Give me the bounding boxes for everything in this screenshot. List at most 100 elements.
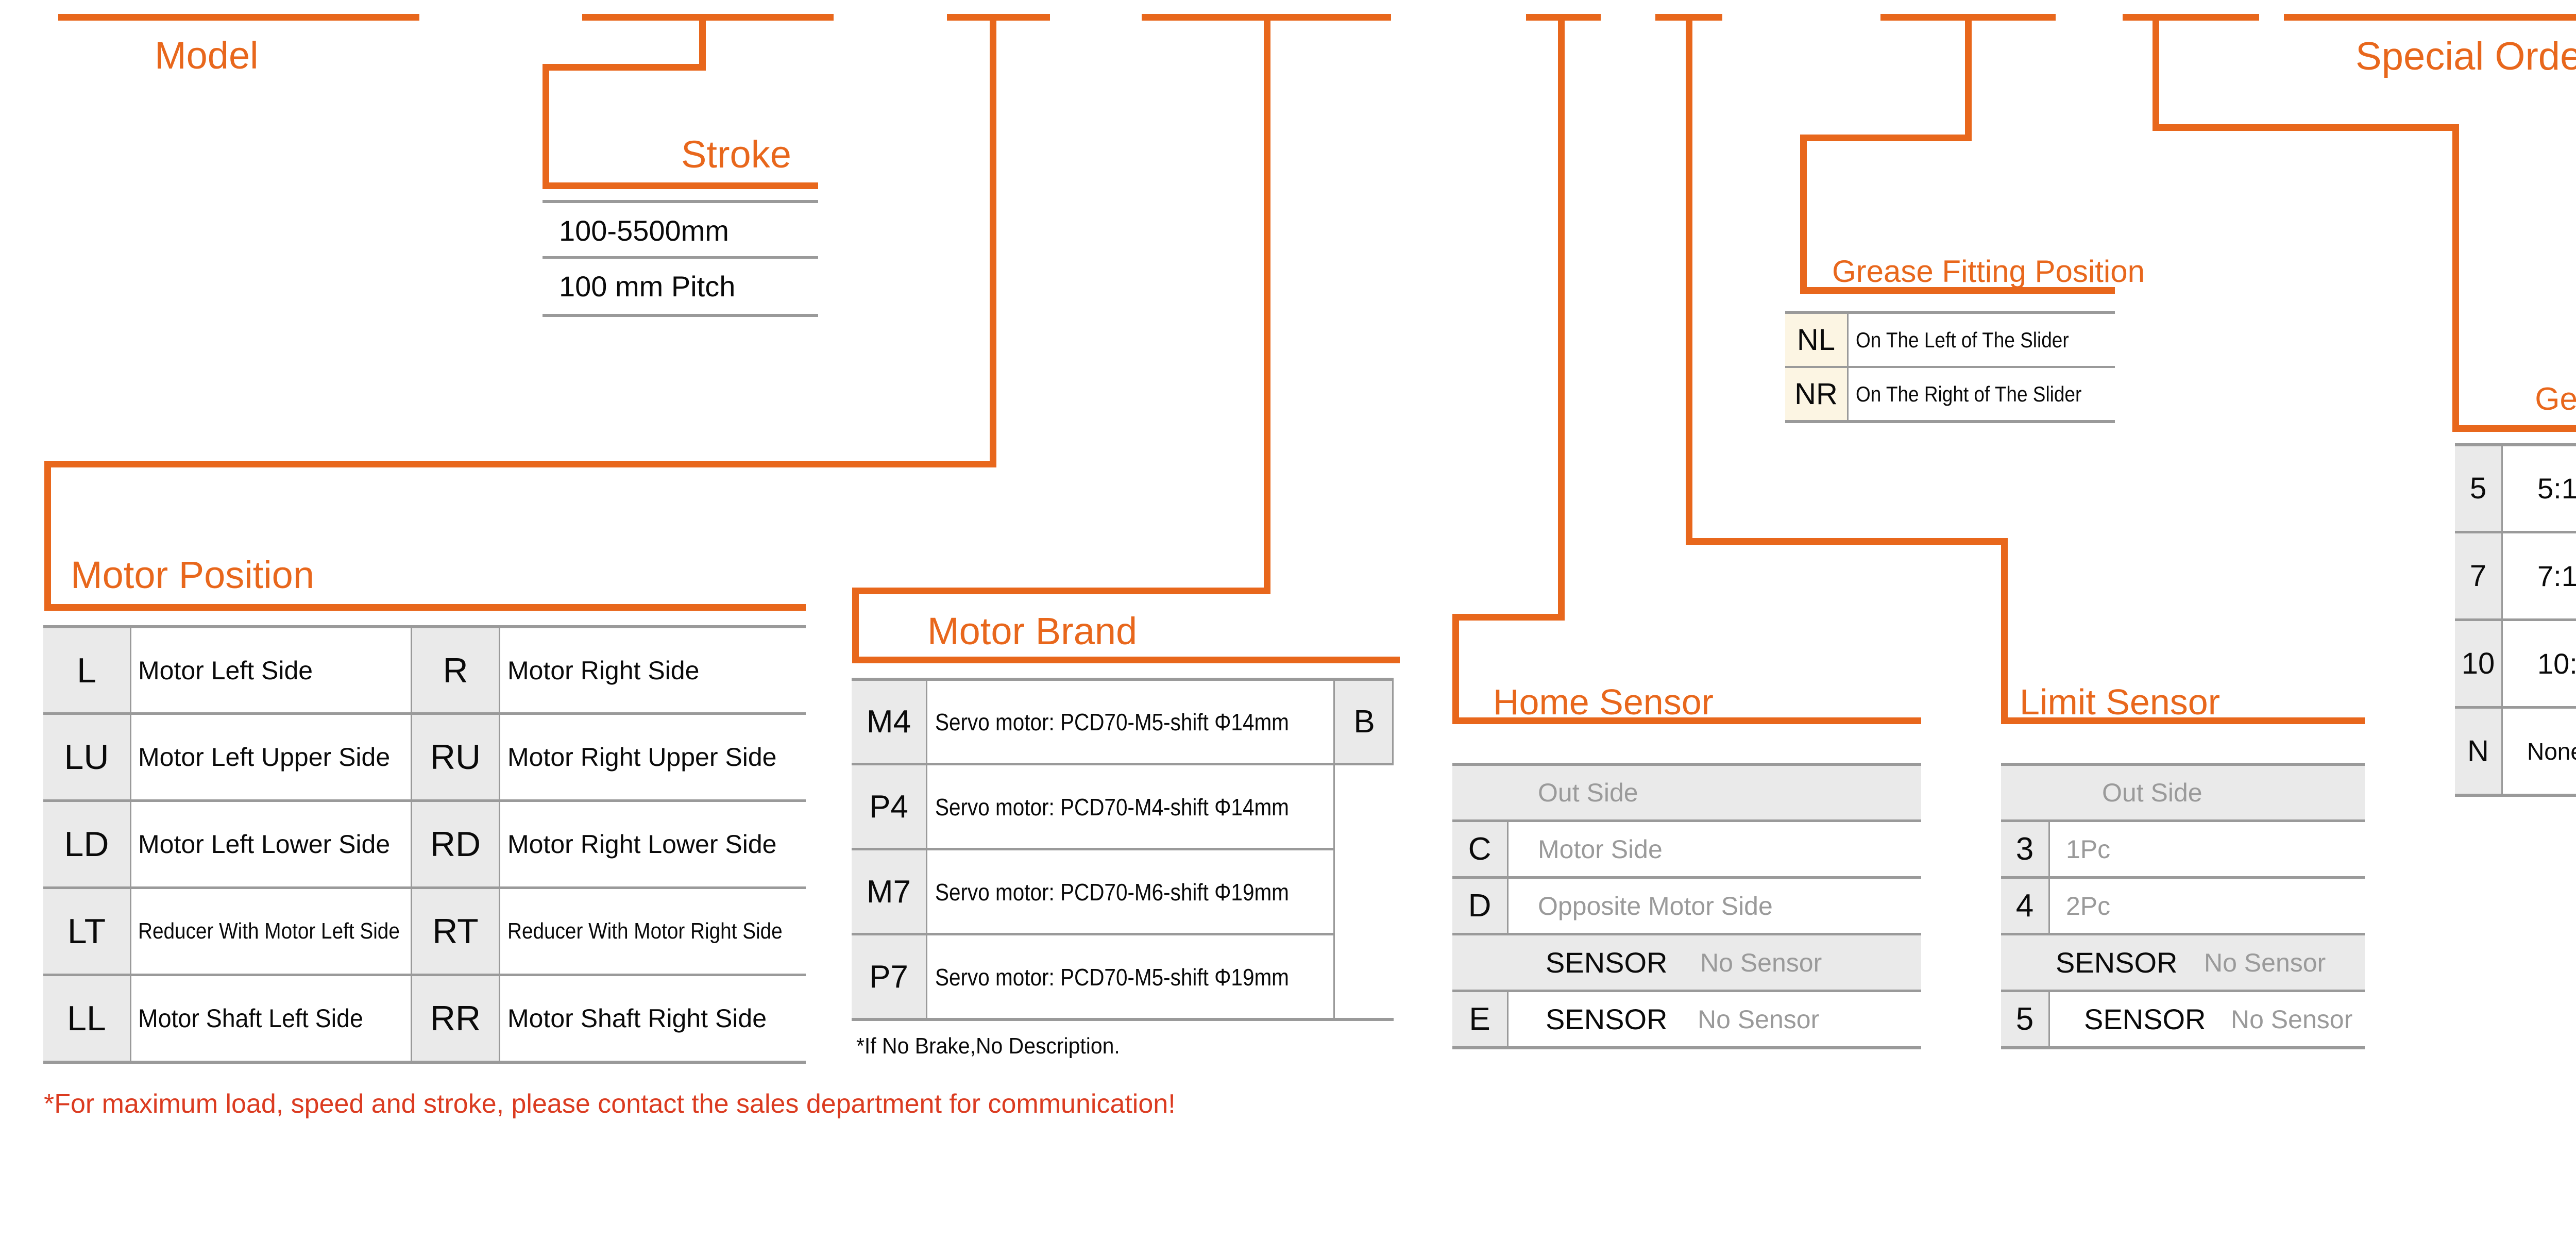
gearbox-desc: 10:1 xyxy=(2537,647,2576,680)
stroke-leader-h xyxy=(543,64,706,71)
mb-line xyxy=(852,933,1335,935)
ls-code: 5 xyxy=(2015,1001,2034,1037)
motor-position-leader-v1 xyxy=(990,14,996,467)
home-sensor-underline xyxy=(1452,717,1921,724)
ls-line xyxy=(2001,933,2365,935)
mp-code: LD xyxy=(64,825,109,864)
mb-brake-code: B xyxy=(1353,704,1375,740)
stroke-line-bottom xyxy=(543,314,818,317)
hs-line xyxy=(1452,876,1921,879)
mp-desc: Reducer With Motor Left Side xyxy=(138,918,400,944)
hs-line xyxy=(1452,1046,1921,1049)
motor-position-leader-h xyxy=(44,461,996,467)
mp-desc: Motor Shaft Right Side xyxy=(507,1004,767,1033)
mb-line xyxy=(852,763,1335,765)
limit-sensor-underline xyxy=(2001,717,2365,724)
mb-code: P4 xyxy=(869,789,908,825)
hs-vline xyxy=(1507,822,1509,933)
motor-position-heading: Motor Position xyxy=(71,553,314,596)
mp-line xyxy=(43,712,806,715)
tick-special-order xyxy=(2284,14,2576,21)
grease-line xyxy=(1785,366,2115,368)
mp-desc: Reducer With Motor Right Side xyxy=(507,918,783,944)
ls-code-cell-bg xyxy=(2001,879,2048,933)
mp-code: RD xyxy=(430,825,481,864)
tick-motor-position xyxy=(947,14,1050,21)
model-heading: Model xyxy=(155,34,259,77)
mb-vline xyxy=(1333,681,1335,1018)
mp-line xyxy=(43,974,806,976)
grease-leader-h xyxy=(1800,135,1972,141)
hs-vline xyxy=(1507,992,1509,1046)
limit-sensor-leader-v1 xyxy=(1686,14,1692,545)
grease-code: NR xyxy=(1794,377,1838,411)
gearbox-line xyxy=(2455,443,2576,446)
ls-vline xyxy=(2048,992,2050,1046)
mp-desc: Motor Left Upper Side xyxy=(138,743,391,772)
gearbox-leader-v1 xyxy=(2153,14,2159,131)
footnote: *For maximum load, speed and stroke, ple… xyxy=(44,1089,1176,1119)
motor-brand-leader-h xyxy=(852,588,1270,594)
mp-code: R xyxy=(443,650,468,690)
stroke-line-top xyxy=(543,200,818,203)
ls-sensor-label: SENSOR xyxy=(2084,1002,2206,1035)
ls-header: Out Side xyxy=(2102,778,2202,807)
mb-code: P7 xyxy=(869,959,908,995)
hs-code: D xyxy=(1468,888,1492,924)
gearbox-desc: 7:1 xyxy=(2537,559,2576,592)
grease-desc: On The Left of The Slider xyxy=(1856,327,2069,352)
motor-position-leader-v2 xyxy=(44,461,51,611)
tick-stroke xyxy=(582,14,834,21)
ls-code-cell-bg xyxy=(2001,822,2048,876)
grease-fitting-heading: Grease Fitting Position xyxy=(1832,254,2145,289)
grease-line xyxy=(1785,311,2115,314)
hs-sensor-value: No Sensor xyxy=(1698,1004,1820,1034)
gearbox-leader-v2 xyxy=(2452,124,2459,432)
mp-desc: Motor Left Lower Side xyxy=(138,830,391,859)
limit-sensor-leader-h xyxy=(1686,538,2008,545)
mb-line xyxy=(852,678,1394,681)
stroke-underline xyxy=(543,182,818,189)
hs-line xyxy=(1452,933,1921,935)
gearbox-line xyxy=(2455,706,2576,709)
mb-code: M4 xyxy=(866,704,911,740)
home-sensor-leader-v1 xyxy=(1558,14,1565,621)
limit-sensor-leader-v2 xyxy=(2001,538,2008,724)
mp-code: LL xyxy=(67,999,106,1038)
mb-line xyxy=(1335,763,1394,765)
hs-desc: Opposite Motor Side xyxy=(1538,891,1773,920)
motor-brand-underline xyxy=(852,657,1400,663)
mp-code: L xyxy=(77,650,96,690)
grease-leader-v1 xyxy=(1965,14,1972,141)
stroke-range: 100-5500mm xyxy=(559,214,729,247)
motor-brand-leader-v1 xyxy=(1264,14,1270,594)
ls-line xyxy=(2001,990,2365,992)
mp-desc: Motor Shaft Left Side xyxy=(138,1004,363,1033)
gearbox-line xyxy=(2455,794,2576,797)
gearbox-code: 7 xyxy=(2469,559,2487,593)
ls-sensor-row-bg xyxy=(2001,935,2365,990)
hs-sensor-label: SENSOR xyxy=(1546,946,1668,979)
stroke-leader-v1 xyxy=(699,14,706,71)
mp-code: LU xyxy=(64,738,109,777)
motor-position-code-col-left xyxy=(43,628,130,1061)
home-sensor-leader-h xyxy=(1452,614,1565,621)
gearbox-code: 5 xyxy=(2469,472,2487,505)
mp-desc: Motor Right Side xyxy=(507,656,700,685)
ls-code: 3 xyxy=(2015,831,2034,867)
mp-desc: Motor Right Lower Side xyxy=(507,830,777,859)
gearbox-underline xyxy=(2452,425,2576,432)
grease-line xyxy=(1785,420,2115,423)
motor-brand-note: *If No Brake,No Description. xyxy=(856,1033,1120,1059)
gearbox-code: N xyxy=(2467,734,2489,768)
mb-desc: Servo motor: PCD70-M5-shift Φ19mm xyxy=(935,963,1289,991)
limit-sensor-heading: Limit Sensor xyxy=(2020,682,2221,722)
mb-desc: Servo motor: PCD70-M4-shift Φ14mm xyxy=(935,793,1289,821)
hs-code: E xyxy=(1469,1001,1490,1037)
ls-desc: 2Pc xyxy=(2066,891,2111,920)
hs-header: Out Side xyxy=(1538,778,1638,807)
motor-position-underline xyxy=(44,604,806,611)
mp-line xyxy=(43,799,806,802)
mp-vline xyxy=(499,628,500,1061)
